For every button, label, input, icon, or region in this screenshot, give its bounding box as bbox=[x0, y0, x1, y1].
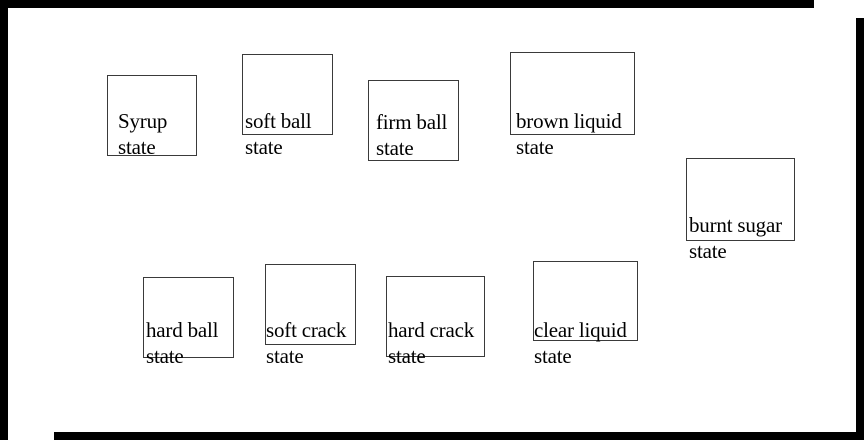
state-box-hard-ball: hard ball state bbox=[143, 277, 234, 368]
state-label: firm ball state bbox=[376, 110, 448, 160]
state-box-clear-liquid: clear liquid state bbox=[533, 261, 638, 368]
state-label: burnt sugar state bbox=[689, 213, 782, 263]
state-label: hard crack state bbox=[388, 318, 475, 368]
frame-bottom-border bbox=[54, 432, 864, 440]
state-box-hard-crack: hard crack state bbox=[386, 276, 485, 368]
state-box-soft-crack: soft crack state bbox=[265, 264, 356, 368]
state-label: hard ball state bbox=[146, 318, 219, 368]
frame-left-border bbox=[0, 0, 8, 440]
state-label: soft crack state bbox=[266, 318, 347, 368]
state-box-firm-ball: firm ball state bbox=[368, 80, 459, 161]
frame-right-border bbox=[856, 18, 864, 440]
state-box-brown-liquid: brown liquid state bbox=[510, 52, 635, 159]
state-label: soft ball state bbox=[245, 109, 312, 159]
state-box-syrup: Syrup state bbox=[107, 75, 197, 159]
state-box-burnt-sugar: burnt sugar state bbox=[686, 158, 795, 263]
state-label: clear liquid state bbox=[534, 318, 627, 368]
state-label: brown liquid state bbox=[516, 109, 622, 159]
state-box-soft-ball: soft ball state bbox=[242, 54, 333, 159]
state-label: Syrup state bbox=[118, 109, 168, 159]
frame-top-border bbox=[0, 0, 814, 8]
